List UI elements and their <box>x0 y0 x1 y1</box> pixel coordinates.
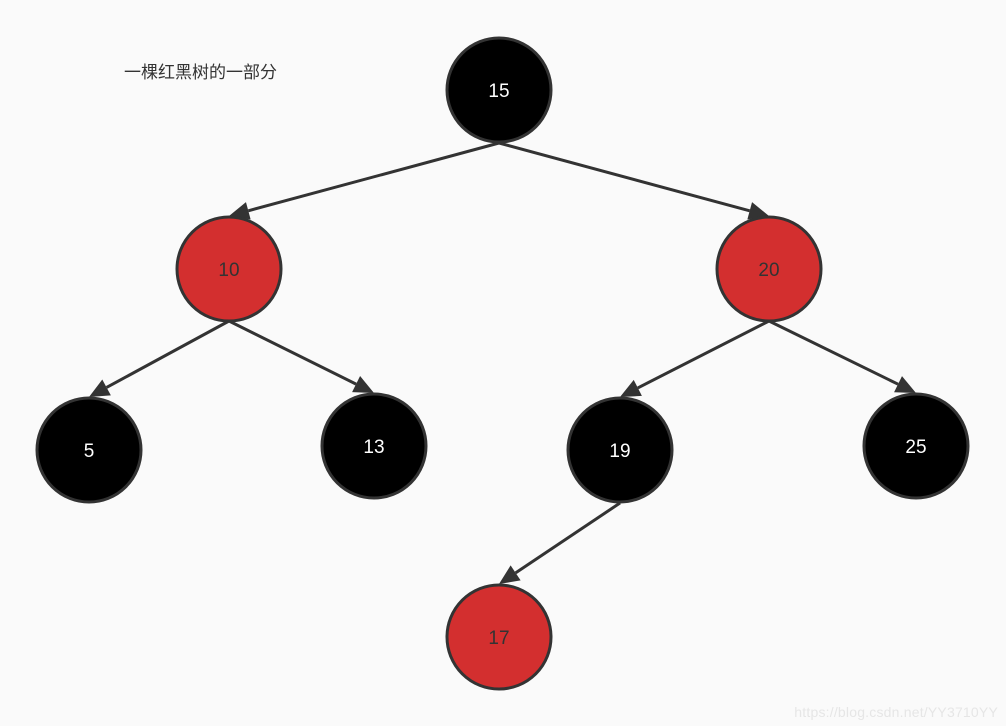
edge-20-to-25 <box>768 319 916 393</box>
edge-19-to-17 <box>499 501 621 584</box>
edge-arrowhead <box>894 376 916 393</box>
edge-arrowhead <box>352 376 374 393</box>
black-node-circle <box>35 396 143 504</box>
edge-arrowhead <box>89 379 111 397</box>
edge-line <box>768 319 899 386</box>
edge-line <box>228 319 357 386</box>
edge-line <box>637 319 770 390</box>
node-label: 5 <box>84 441 95 462</box>
node-label: 20 <box>758 260 779 281</box>
node-label: 25 <box>905 437 926 458</box>
edge-15-to-10 <box>229 141 500 220</box>
red-node-circle <box>175 215 283 323</box>
tree-node-19: 19 <box>566 396 674 504</box>
edge-line <box>105 319 230 389</box>
black-node-circle <box>566 396 674 504</box>
edge-10-to-13 <box>228 319 374 393</box>
tree-node-17: 17 <box>445 583 553 691</box>
node-label: 13 <box>363 437 384 458</box>
tree-node-10: 10 <box>175 215 283 323</box>
edge-arrowhead <box>620 379 642 397</box>
edge-line <box>514 501 621 575</box>
edge-15-to-20 <box>498 141 769 220</box>
diagram-caption: 一棵红黑树的一部分 <box>124 63 277 83</box>
tree-node-25: 25 <box>862 392 970 500</box>
tree-node-13: 13 <box>320 392 428 500</box>
edge-line <box>498 141 751 213</box>
tree-node-15: 15 <box>445 36 553 144</box>
edge-arrowhead <box>499 565 521 584</box>
black-node-circle <box>320 392 428 500</box>
tree-node-20: 20 <box>715 215 823 323</box>
tree-node-5: 5 <box>35 396 143 504</box>
edge-20-to-19 <box>620 319 770 397</box>
black-node-circle <box>445 36 553 144</box>
watermark: https://blog.csdn.net/YY3710YY <box>794 704 998 720</box>
red-node-circle <box>445 583 553 691</box>
node-label: 19 <box>609 441 630 462</box>
nodes-layer: 15 10 20 5 13 19 25 17 <box>35 36 970 691</box>
edges-layer <box>89 141 916 584</box>
edge-arrowhead <box>229 202 251 220</box>
black-node-circle <box>862 392 970 500</box>
node-label: 15 <box>488 81 509 102</box>
red-node-circle <box>715 215 823 323</box>
edge-arrowhead <box>747 202 769 220</box>
node-label: 17 <box>488 628 509 649</box>
node-label: 10 <box>218 260 239 281</box>
edge-line <box>247 141 500 213</box>
edge-10-to-5 <box>89 319 230 397</box>
